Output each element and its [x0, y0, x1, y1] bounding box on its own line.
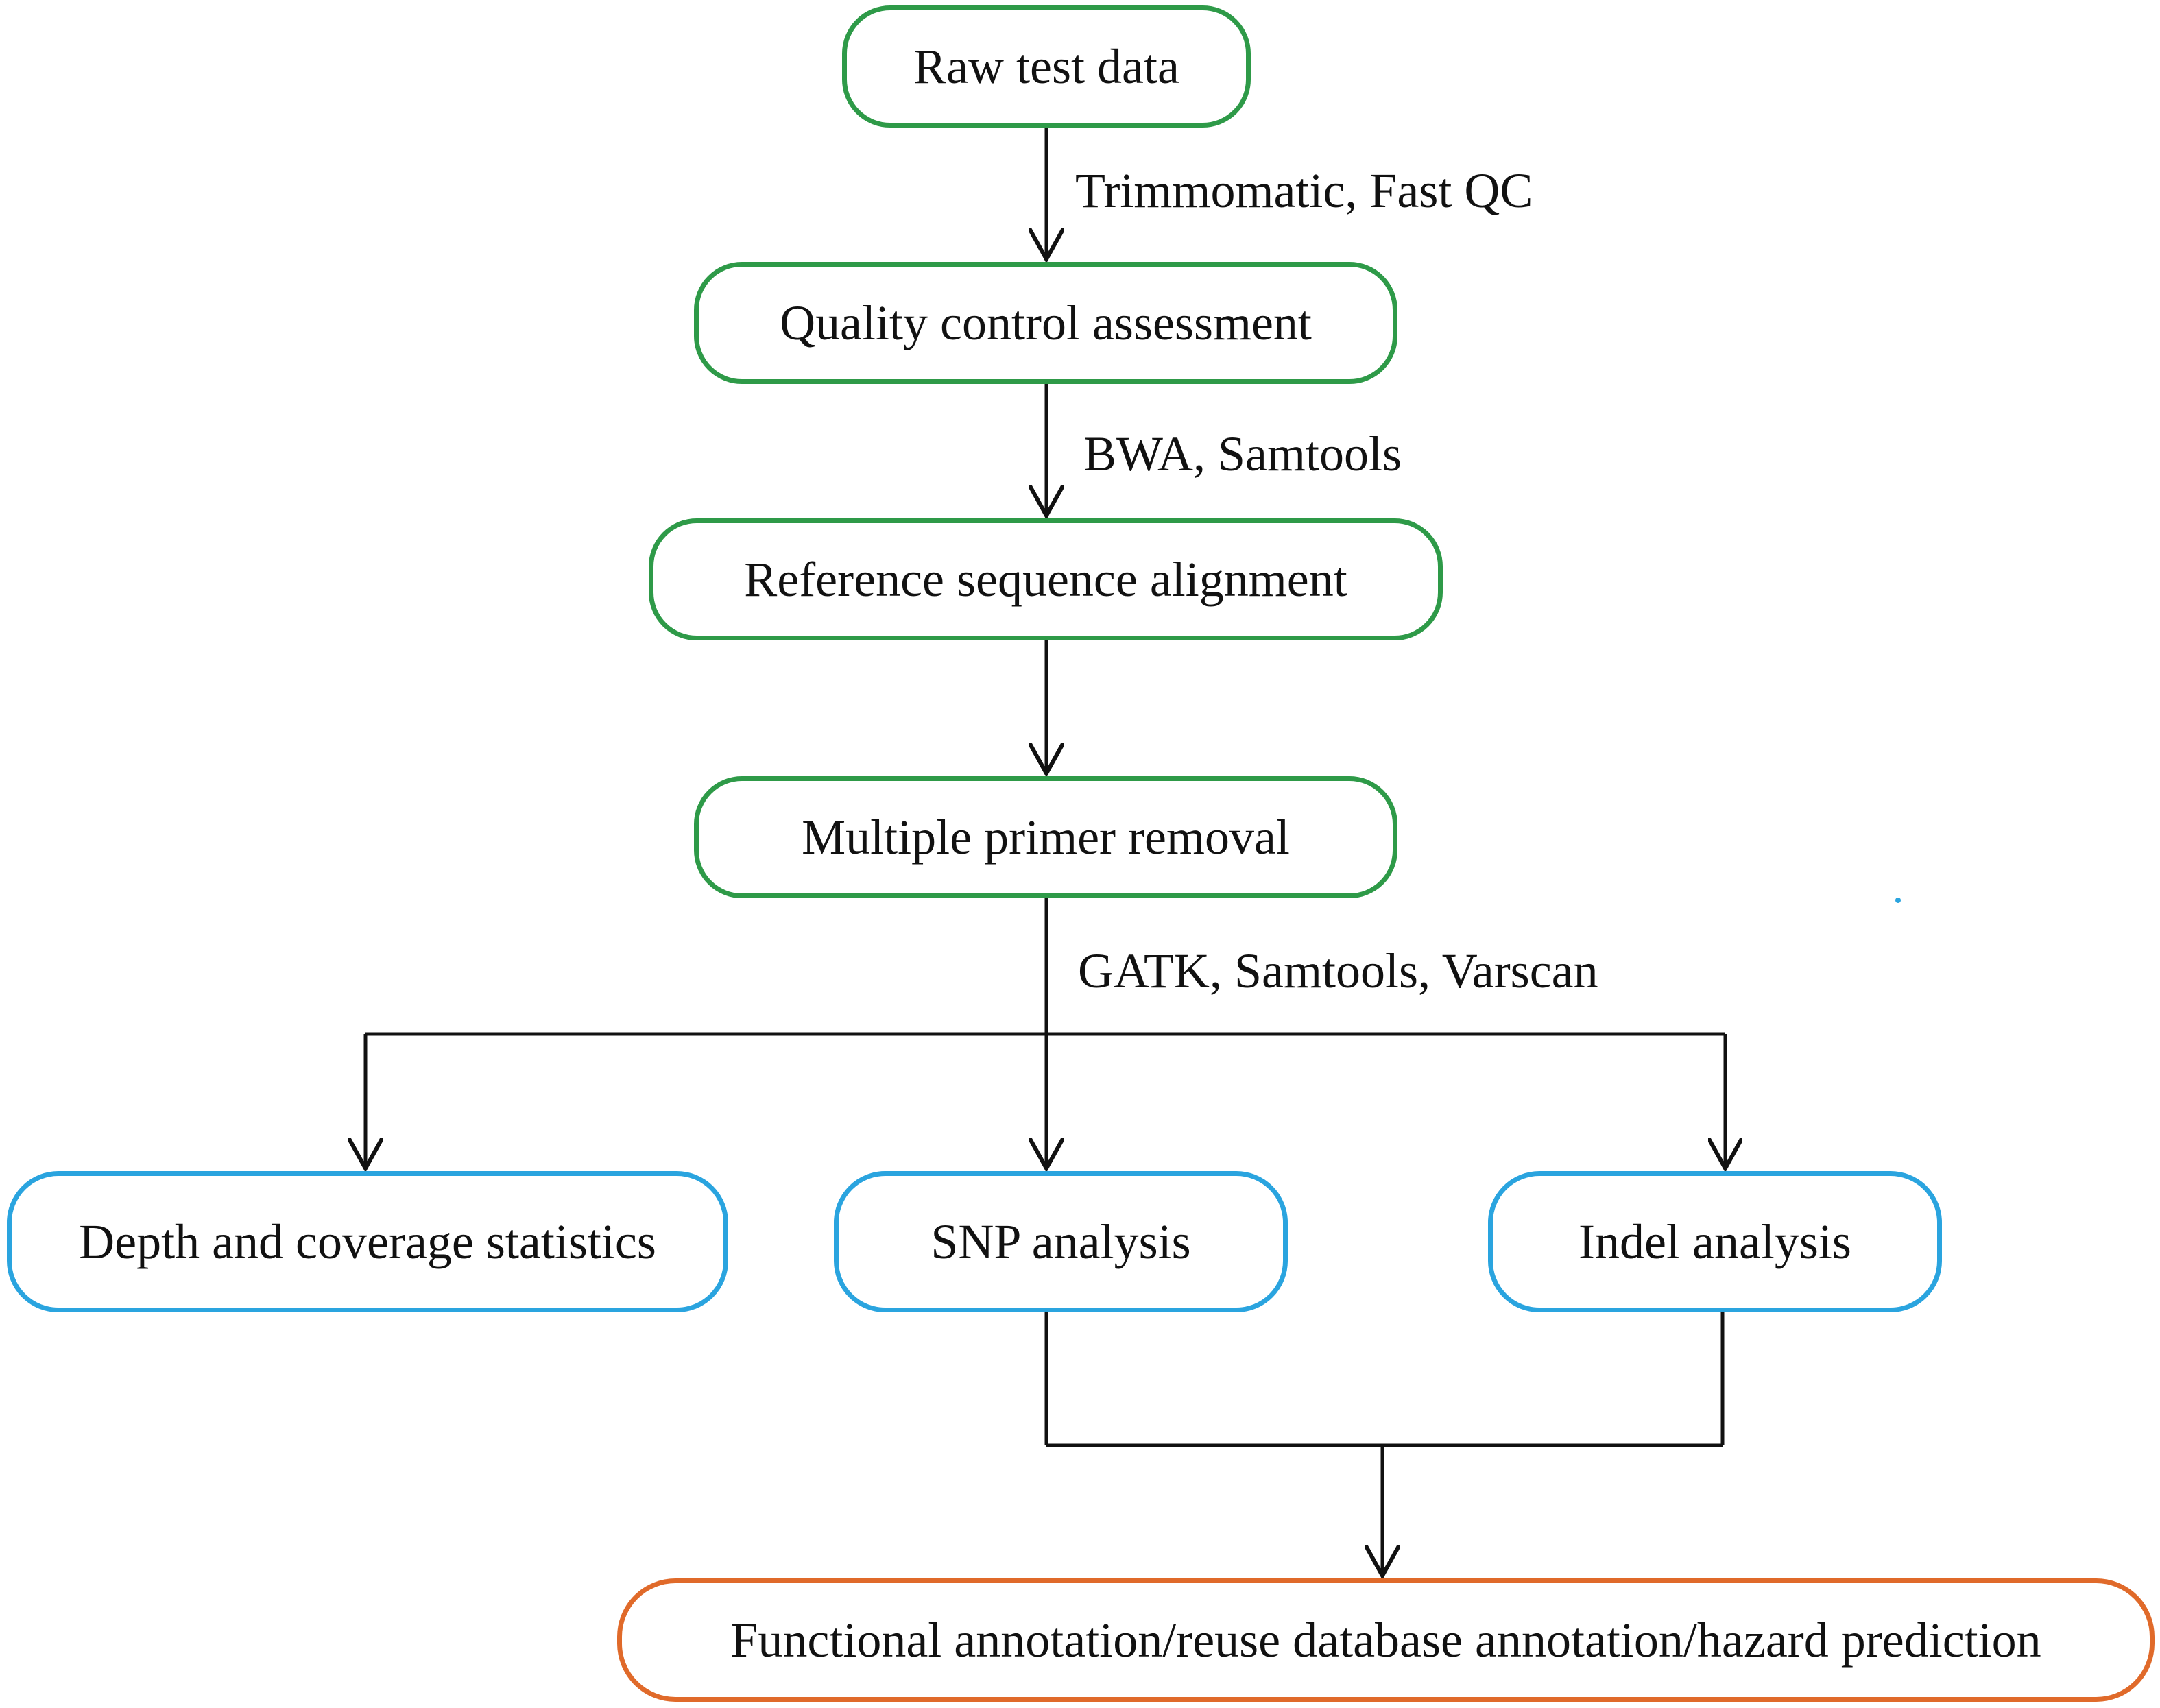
label-trimmomatic-fastqc: Trimmomatic, Fast QC	[1075, 163, 1533, 218]
node-reference-alignment: Reference sequence alignment	[649, 518, 1443, 640]
label-bwa-samtools: BWA, Samtools	[1083, 426, 1402, 481]
node-primer-removal: Multiple primer removal	[694, 776, 1397, 898]
label-gatk-samtools-varscan: GATK, Samtools, Varscan	[1078, 943, 1598, 998]
node-raw-test-data: Raw test data	[842, 5, 1251, 128]
node-quality-control: Quality control assessment	[694, 262, 1397, 384]
node-indel-analysis: Indel analysis	[1488, 1171, 1942, 1312]
node-snp-analysis: SNP analysis	[834, 1171, 1288, 1312]
node-functional-annotation: Functional annotation/reuse database ann…	[617, 1578, 2155, 1702]
node-depth-coverage: Depth and coverage statistics	[7, 1171, 728, 1312]
stray-dot	[1895, 898, 1901, 903]
